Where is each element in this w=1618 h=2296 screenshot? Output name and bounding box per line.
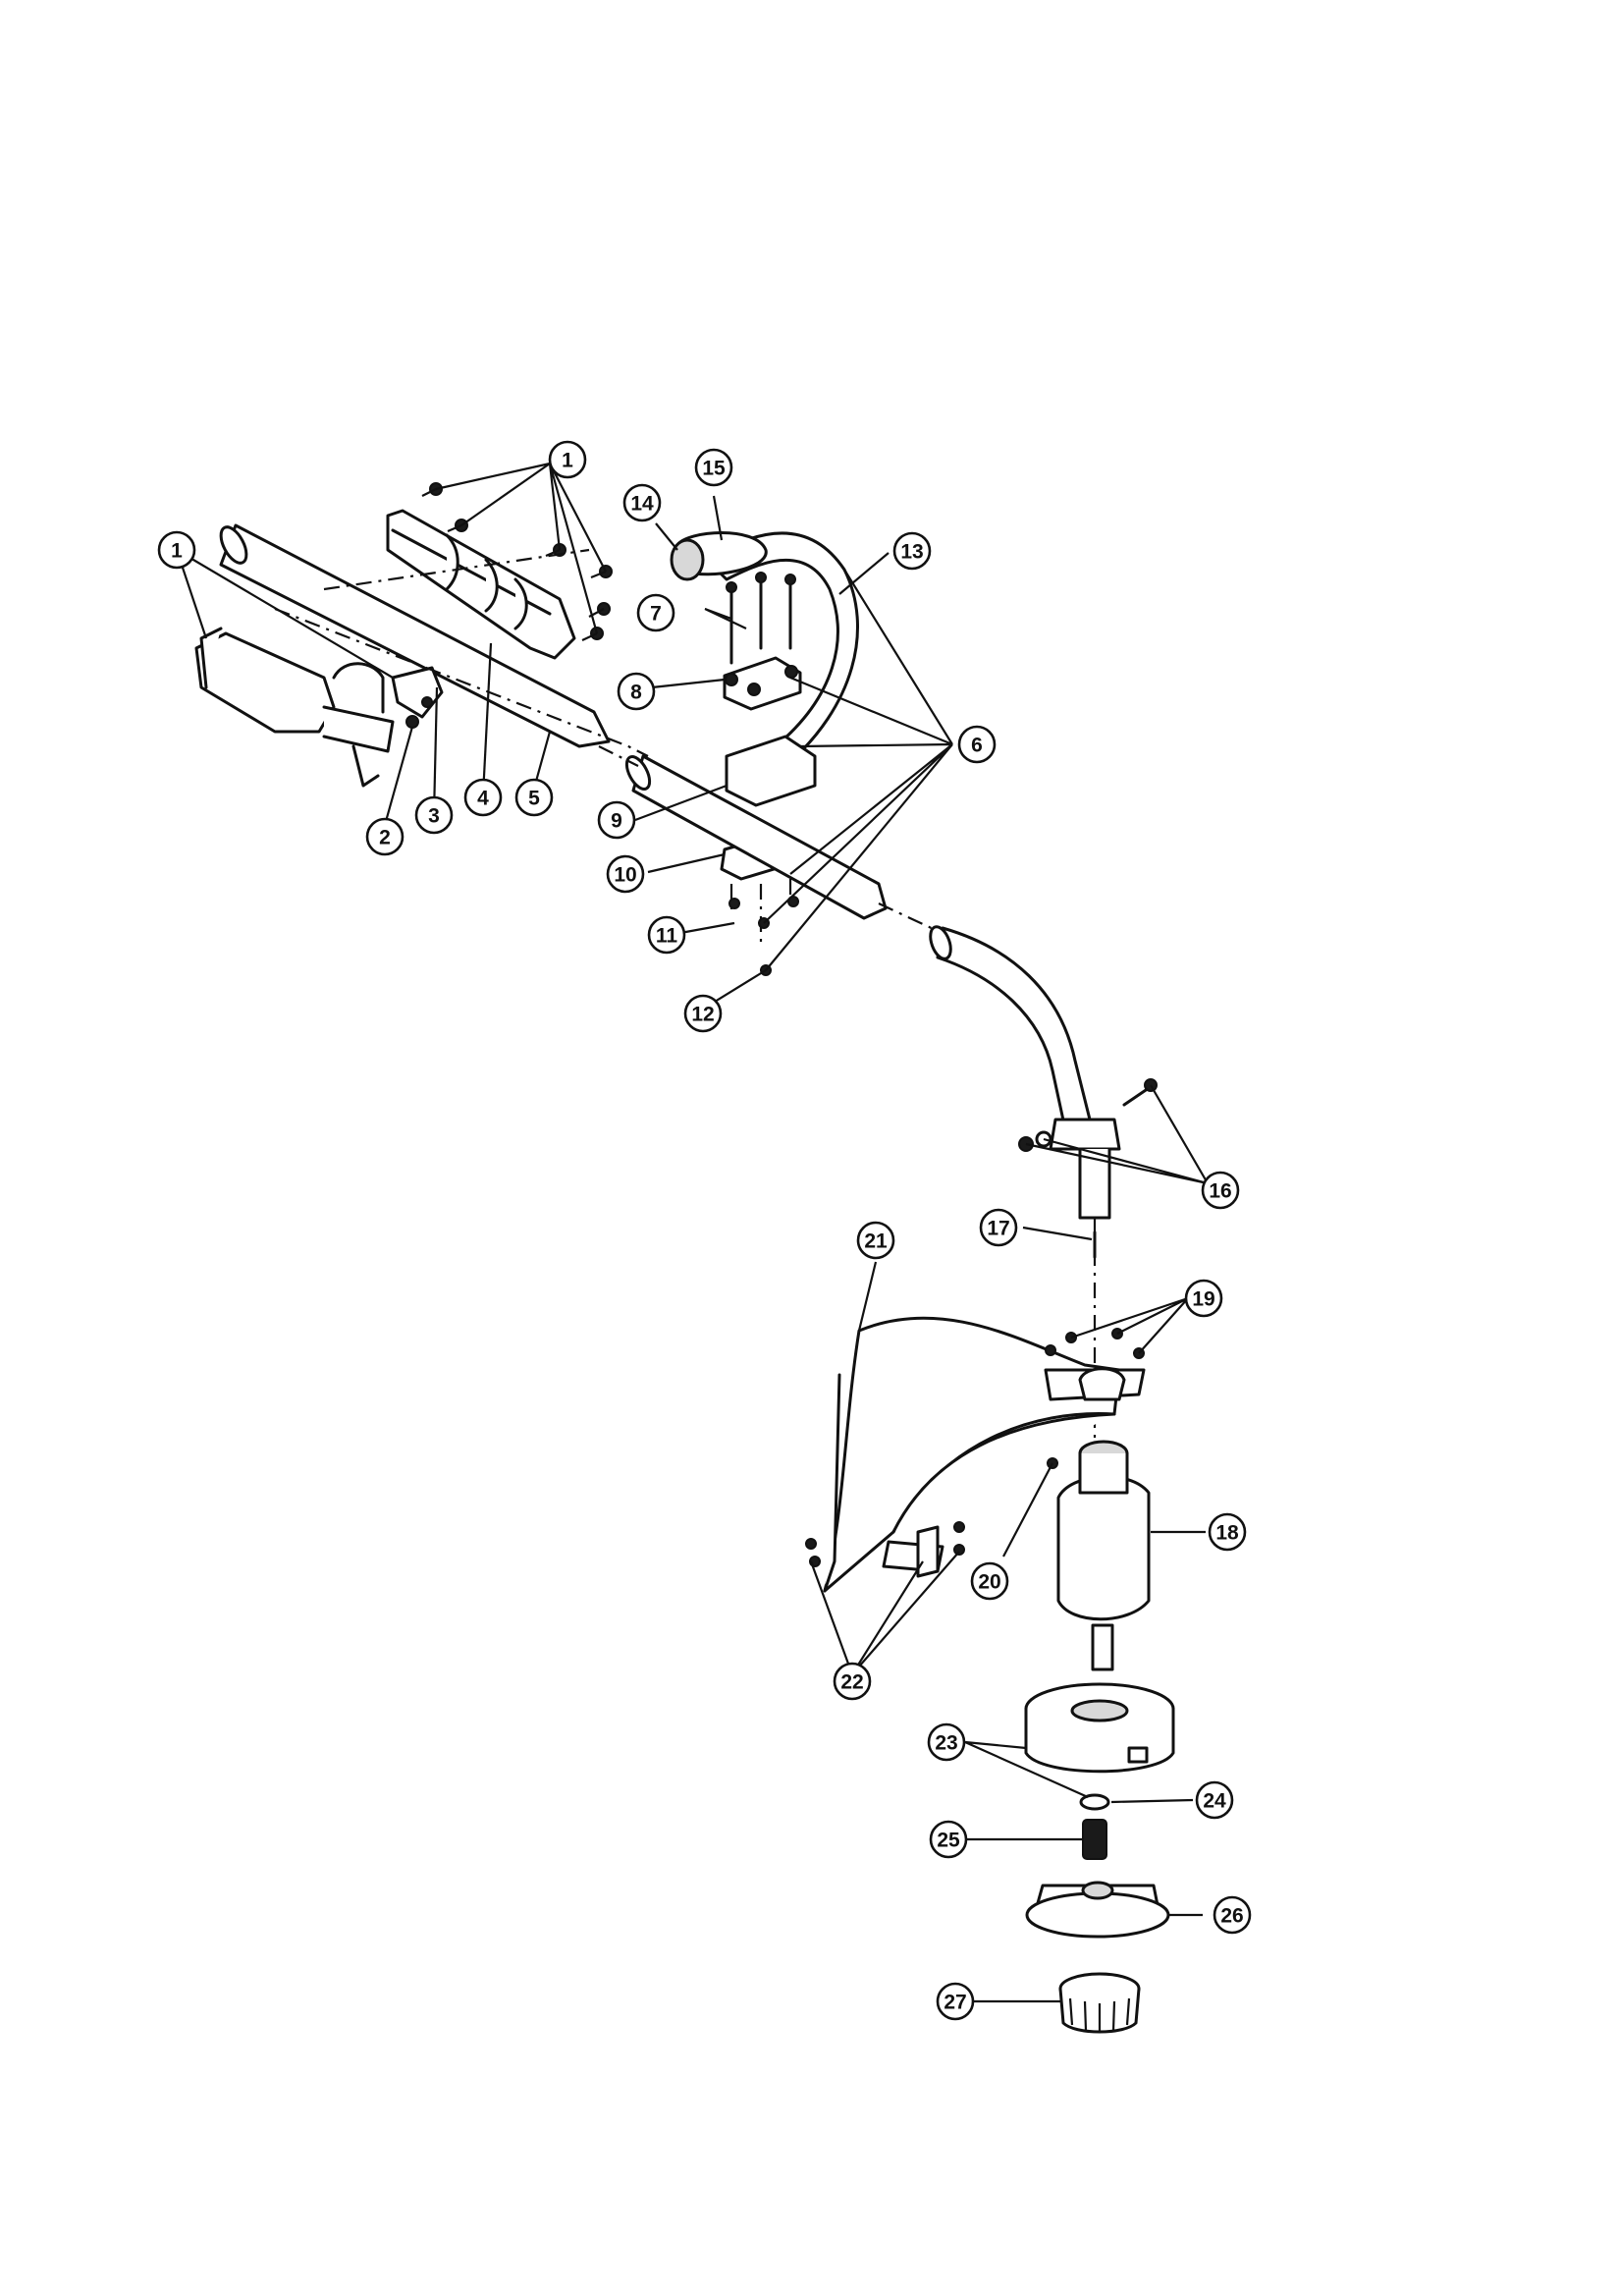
callout-22: 22: [833, 1662, 872, 1701]
callout-23: 23: [927, 1722, 966, 1762]
spool: [1025, 1881, 1170, 1939]
callout-1-top: 1: [548, 440, 587, 479]
callout-label: 13: [900, 541, 923, 564]
leader-lines: [175, 462, 1209, 2003]
trigger-and-spring: [391, 666, 444, 729]
callout-label: 17: [987, 1218, 1009, 1240]
callout-4: 4: [463, 778, 503, 817]
callout-8: 8: [617, 672, 656, 711]
callout-17: 17: [979, 1208, 1018, 1247]
callout-20: 20: [970, 1561, 1009, 1601]
shaft-clamp-and-bolt: [1018, 1078, 1158, 1473]
callout-label: 24: [1203, 1790, 1226, 1813]
callout-6: 6: [957, 725, 997, 764]
callout-3: 3: [414, 795, 454, 835]
callout-label: 10: [614, 864, 636, 887]
assembly-axis-line-handle: [274, 548, 649, 757]
callout-16: 16: [1201, 1171, 1240, 1210]
spool-housing: [1024, 1682, 1175, 1774]
callout-11: 11: [647, 915, 686, 955]
callout-label: 27: [944, 1992, 966, 2014]
bent-drive-shaft: [929, 925, 1092, 1131]
callout-label: 22: [840, 1671, 863, 1694]
callout-label: 12: [691, 1004, 714, 1026]
callout-label: 1: [171, 540, 183, 563]
callout-2: 2: [365, 817, 404, 856]
bump-knob: [1058, 1972, 1141, 2034]
callout-27: 27: [936, 1982, 975, 2021]
callout-12: 12: [683, 994, 723, 1033]
callout-label: 6: [971, 735, 983, 757]
callout-label: 20: [978, 1571, 1000, 1594]
callout-label: 5: [528, 788, 540, 810]
callout-5: 5: [514, 778, 554, 817]
callout-24: 24: [1195, 1780, 1234, 1820]
callout-7: 7: [636, 593, 675, 632]
callout-15: 15: [694, 448, 733, 487]
grass-deflector-shield: [823, 1316, 1146, 1593]
handle-housing-right-half: [386, 509, 576, 660]
callout-label: 1: [562, 450, 573, 472]
gear-head-housing: [1056, 1440, 1151, 1671]
callout-label: 26: [1220, 1905, 1243, 1928]
j-handle-bar: [670, 531, 859, 788]
callout-label: 19: [1192, 1288, 1214, 1311]
callout-label: 23: [935, 1732, 957, 1755]
callout-9: 9: [597, 800, 636, 840]
callout-13: 13: [892, 531, 932, 571]
callout-label: 18: [1215, 1522, 1239, 1545]
callout-18: 18: [1208, 1512, 1247, 1552]
callout-26: 26: [1213, 1895, 1252, 1935]
callout-25: 25: [929, 1820, 968, 1859]
callout-10: 10: [606, 854, 645, 894]
spring: [1082, 1819, 1107, 1860]
callout-1-left: 1: [157, 530, 196, 570]
callout-label: 14: [630, 493, 654, 516]
callout-label: 4: [477, 788, 489, 810]
callout-label: 2: [379, 827, 391, 849]
callout-label: 3: [428, 805, 440, 828]
callout-14: 14: [622, 483, 662, 522]
callout-label: 7: [650, 603, 662, 626]
callout-label: 16: [1209, 1180, 1231, 1203]
handle-housing-left-half: [194, 627, 395, 788]
washer: [1079, 1793, 1110, 1811]
callout-21: 21: [856, 1221, 895, 1260]
callout-label: 9: [611, 810, 622, 833]
callout-label: 11: [656, 925, 678, 948]
upper-shaft-tube: [219, 523, 611, 748]
callout-label: 25: [937, 1830, 960, 1852]
callout-label: 21: [864, 1230, 888, 1253]
callout-19: 19: [1184, 1279, 1223, 1318]
callout-label: 15: [702, 458, 726, 480]
callout-label: 8: [630, 682, 642, 704]
